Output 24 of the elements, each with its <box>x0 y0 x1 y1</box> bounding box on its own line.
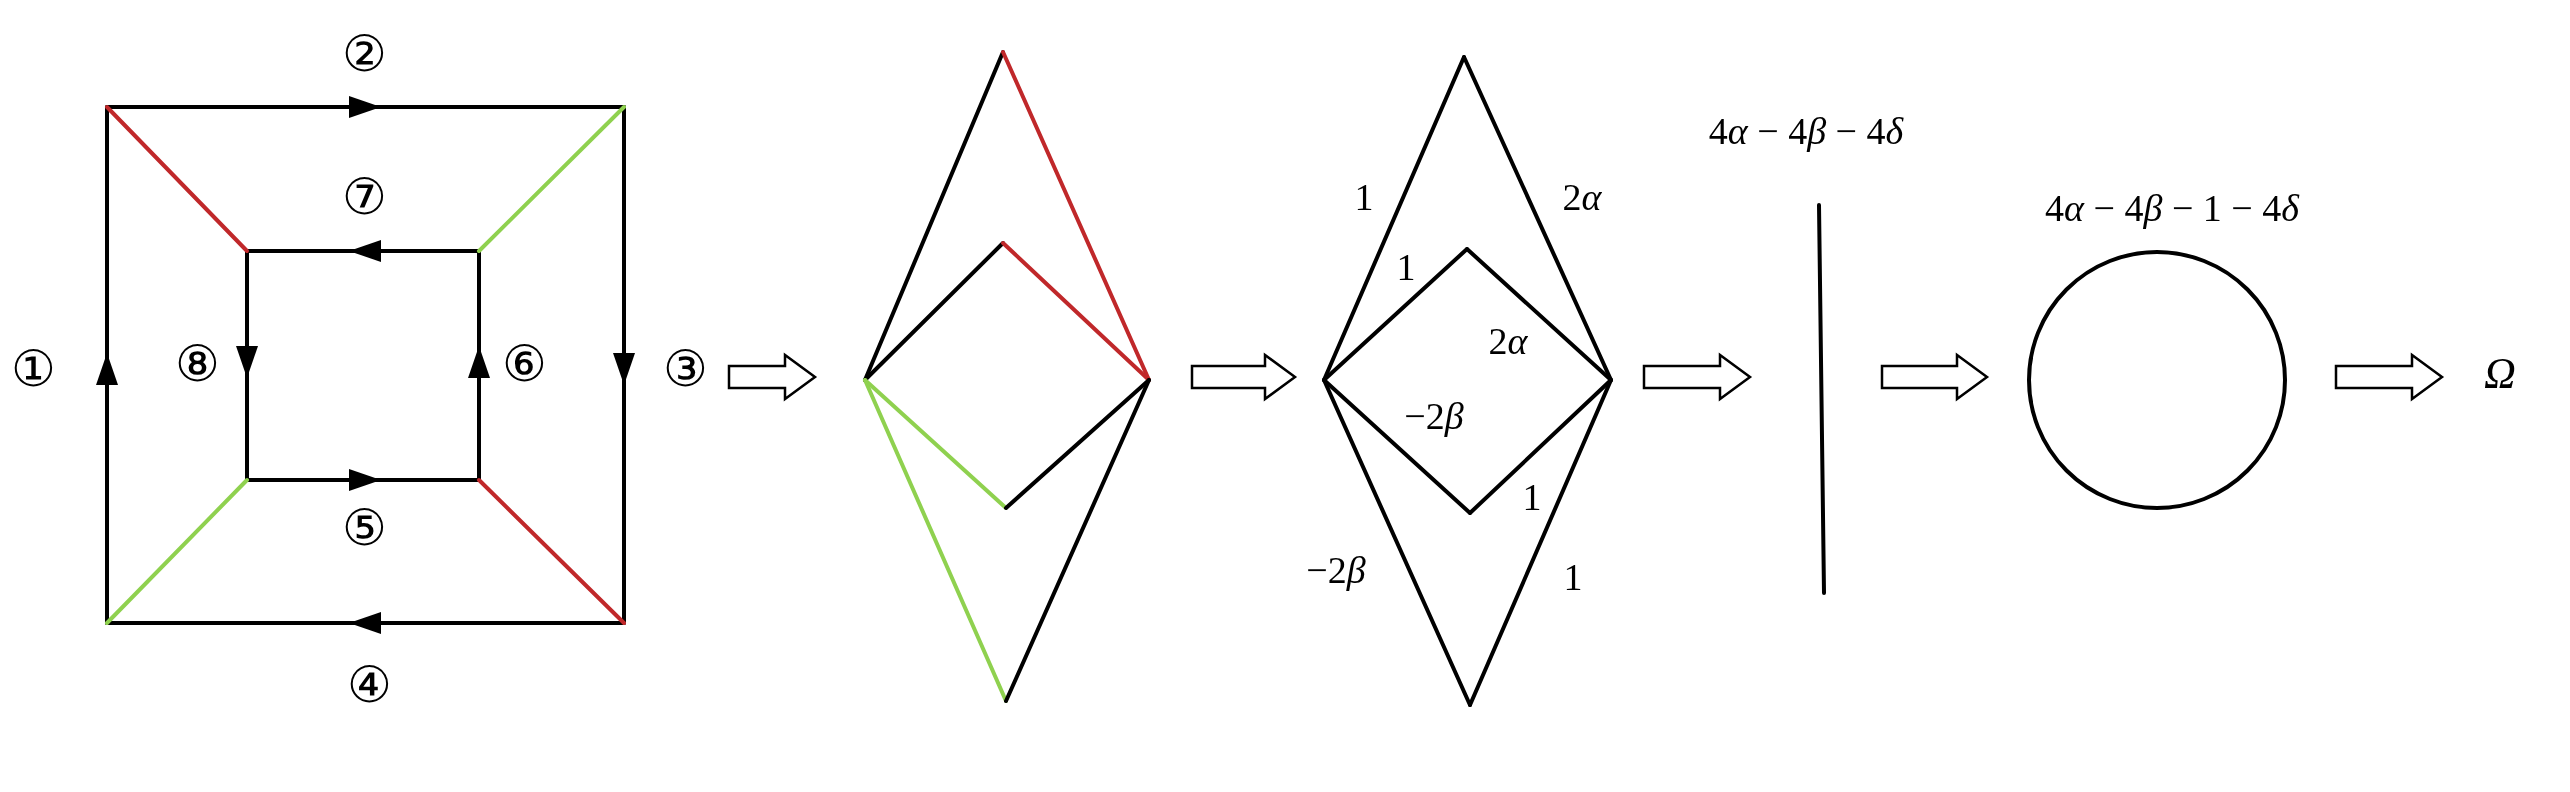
edge-weight-label: 1 <box>1563 558 1583 596</box>
expression-label: 4α − 4β − 1 − 4δ <box>2045 189 2299 227</box>
hollow-arrow <box>1642 352 1753 402</box>
circled-number: ⑧ <box>174 339 220 389</box>
edge-weight-label: 1 <box>1354 178 1374 216</box>
edge-weight-label: 2α <box>1562 178 1602 216</box>
hollow-arrow <box>727 352 818 402</box>
circled-number: ⑥ <box>501 339 547 389</box>
hollow-arrow <box>2334 352 2445 402</box>
edge-weight-label: −2β <box>1306 551 1366 589</box>
circled-number: ⑤ <box>341 503 387 553</box>
circled-number: ② <box>341 29 387 79</box>
edge-weight-label: 1 <box>1522 478 1542 516</box>
circled-number: ⑦ <box>341 172 387 222</box>
circled-number: ③ <box>662 344 708 394</box>
edge-weight-label: 2α <box>1488 322 1528 360</box>
omega-symbol: Ω <box>2484 352 2516 396</box>
expression-label: 4α − 4β − 4δ <box>1708 112 1904 150</box>
edge-weight-label: −2β <box>1404 397 1464 435</box>
circled-number: ① <box>10 344 56 394</box>
circled-number: ④ <box>346 660 392 710</box>
hollow-arrow <box>1880 352 1990 402</box>
hollow-arrow <box>1190 352 1298 402</box>
edge-weight-label: 1 <box>1396 248 1416 286</box>
